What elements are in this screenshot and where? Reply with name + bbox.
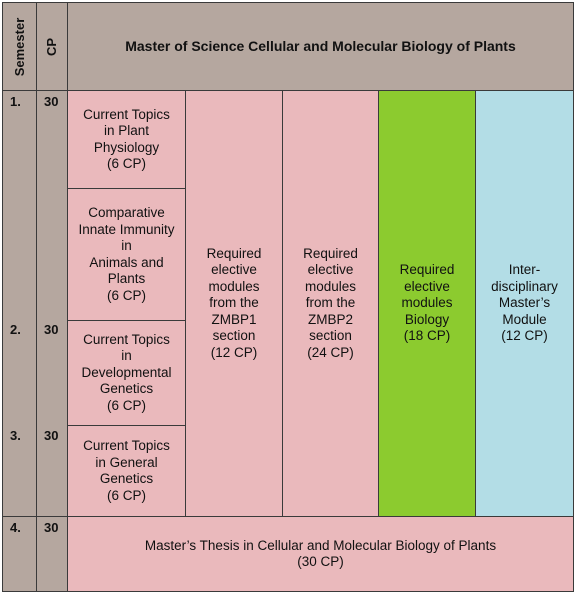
semester-header-label: Semester: [11, 17, 27, 76]
module-developmental-genetics-text: Current Topics in Developmental Genetics…: [81, 331, 172, 413]
semester-cp-3: 30: [44, 428, 59, 443]
module-general-genetics-text: Current Topics in General Genetics (6 CP…: [83, 438, 170, 503]
semester-number-2: 2.: [10, 322, 21, 337]
diagram-title-text: Master of Science Cellular and Molecular…: [125, 38, 516, 55]
module-plant-physiology: Current Topics in Plant Physiology (6 CP…: [67, 90, 186, 189]
module-zmbp1: Required elective modules from the ZMBP1…: [185, 90, 283, 517]
module-zmbp1-text: Required elective modules from the ZMBP1…: [206, 245, 262, 360]
module-biology: Required elective modules Biology (18 CP…: [378, 90, 476, 517]
cp-column: [36, 90, 68, 517]
module-developmental-genetics: Current Topics in Developmental Genetics…: [67, 320, 186, 426]
module-plant-physiology-text: Current Topics in Plant Physiology (6 CP…: [83, 106, 170, 172]
cp-header: CP: [36, 2, 68, 91]
diagram-title: Master of Science Cellular and Molecular…: [67, 2, 574, 91]
semester-number-3: 3.: [10, 428, 21, 443]
semester-number-4: 4.: [10, 520, 21, 535]
module-interdisciplinary: Inter- disciplinary Master’s Module (12 …: [475, 90, 574, 517]
module-innate-immunity-text: Comparative Innate Immunity in Animals a…: [78, 205, 175, 303]
semester-column: [2, 90, 37, 517]
semester-cp-1: 30: [44, 94, 59, 109]
semester-number-1: 1.: [10, 94, 21, 109]
semester-header: Semester: [2, 2, 37, 91]
module-zmbp2-text: Required elective modules from the ZMBP2…: [303, 245, 358, 360]
module-biology-text: Required elective modules Biology (18 CP…: [399, 262, 455, 344]
module-masters-thesis: Master’s Thesis in Cellular and Molecula…: [67, 516, 574, 592]
semester-4-cp-cell: [36, 516, 68, 592]
semester-cp-4: 30: [44, 520, 59, 535]
cp-header-label: CP: [43, 37, 59, 56]
module-innate-immunity: Comparative Innate Immunity in Animals a…: [67, 188, 186, 321]
semester-4-number-cell: [2, 516, 37, 592]
module-zmbp2: Required elective modules from the ZMBP2…: [282, 90, 379, 517]
module-general-genetics: Current Topics in General Genetics (6 CP…: [67, 425, 186, 517]
semester-cp-2: 30: [44, 322, 59, 337]
module-interdisciplinary-text: Inter- disciplinary Master’s Module (12 …: [491, 262, 558, 344]
module-masters-thesis-text: Master’s Thesis in Cellular and Molecula…: [144, 537, 497, 570]
